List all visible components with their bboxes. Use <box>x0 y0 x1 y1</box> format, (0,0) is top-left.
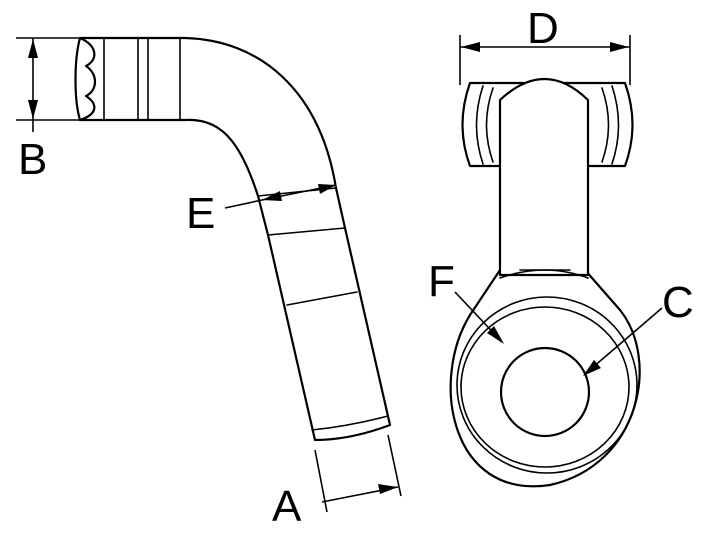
dimension-e-arrow-left <box>262 191 282 201</box>
dimension-a: A <box>272 434 402 531</box>
dimension-d-label: D <box>527 4 559 53</box>
top-view-ring-face <box>460 306 630 468</box>
top-view <box>449 78 641 488</box>
top-view-stud-hole <box>499 346 591 438</box>
dimension-c-label: C <box>662 278 694 327</box>
dimension-d: D <box>459 4 631 85</box>
side-view <box>74 36 392 442</box>
dimension-e-leader <box>224 199 263 209</box>
dimension-f-arrow <box>487 326 504 344</box>
dimension-a-label: A <box>272 482 302 531</box>
dimension-d-arrow-left <box>461 42 480 52</box>
dimension-f-label: F <box>428 257 455 306</box>
side-view-tip-line <box>311 415 389 431</box>
top-view-flange-arc-1 <box>475 85 484 165</box>
dimension-e-label: E <box>186 189 215 238</box>
dimension-a-extension-1 <box>314 449 328 513</box>
dimension-b-label: B <box>18 135 47 184</box>
dimension-b-arrow-bottom <box>28 100 38 119</box>
dimension-a-extension-2 <box>387 434 402 497</box>
top-view-flange-arc-3 <box>611 85 620 165</box>
top-view-barrel <box>498 78 590 277</box>
side-view-collar-line-2 <box>267 227 346 236</box>
side-view-sleeve-body <box>78 36 392 442</box>
top-view-flange-arc-4 <box>601 87 610 163</box>
dimension-d-arrow-right <box>610 42 629 52</box>
dimension-c-leader <box>584 307 663 375</box>
dimension-b-arrow-top <box>28 39 38 58</box>
dimension-c: C <box>583 278 694 376</box>
dimension-c-arrow <box>583 360 601 376</box>
top-view-flange-arc-2 <box>485 87 494 163</box>
dimension-a-arrow <box>378 484 398 494</box>
top-view-neck-line <box>499 269 589 279</box>
side-view-break-mark <box>74 36 97 122</box>
top-view-ring-edge <box>456 296 638 474</box>
dimension-b: B <box>16 37 80 184</box>
dimension-e: E <box>186 184 337 238</box>
side-view-collar-line-3 <box>286 291 358 306</box>
dimension-f: F <box>428 257 504 344</box>
dimension-e-arrow-right <box>318 184 336 194</box>
